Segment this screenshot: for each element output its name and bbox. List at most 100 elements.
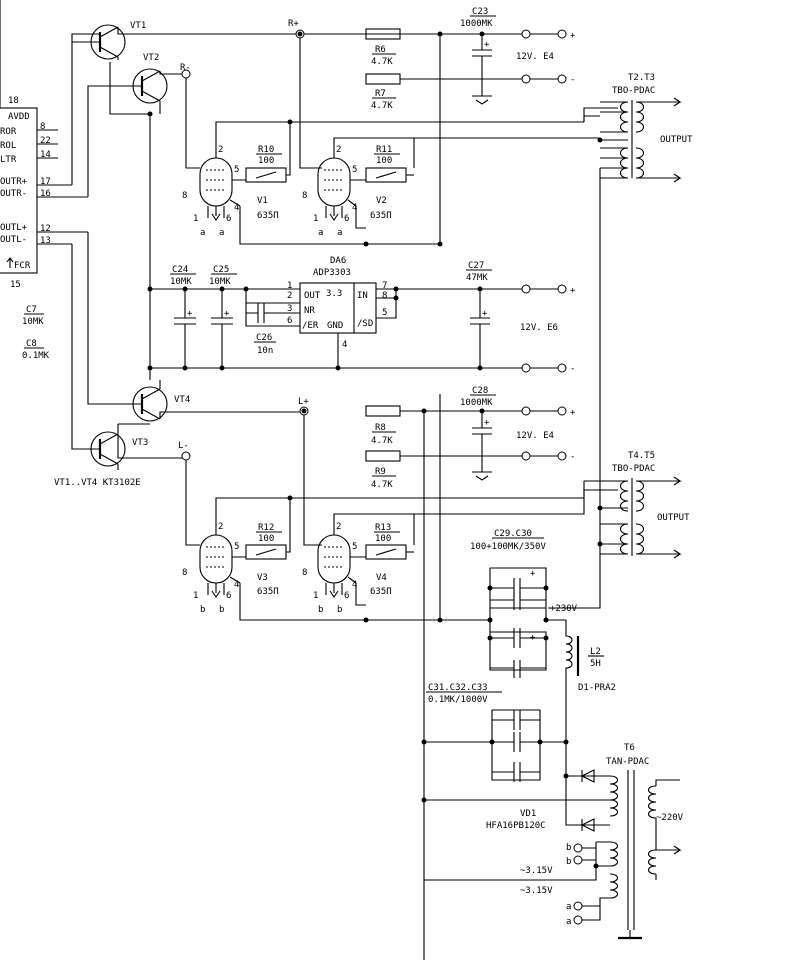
node-labels: R+ R- L+ L- [178, 19, 309, 461]
svg-text:OUTPUT: OUTPUT [657, 513, 690, 523]
svg-text:L-: L- [178, 441, 189, 451]
svg-text:10MK: 10MK [170, 277, 192, 287]
regulator-da6: DA6 ADP3303 OUT 3.3 IN NR /ER GND /SD 1 … [150, 256, 532, 368]
svg-text:+: + [484, 40, 490, 50]
svg-text:2: 2 [218, 145, 223, 155]
svg-text:5: 5 [352, 165, 357, 175]
svg-text:V1: V1 [257, 196, 268, 206]
svg-text:+: + [224, 309, 230, 319]
svg-text:4.7K: 4.7K [371, 436, 393, 446]
resistor-r11: R11 100 [365, 145, 414, 183]
svg-text:1000MK: 1000MK [460, 398, 493, 408]
svg-text:7: 7 [382, 281, 387, 291]
svg-text:L2: L2 [590, 647, 601, 657]
svg-text:47MK: 47MK [466, 273, 488, 283]
capacitor-bank-c31-c33: C31.C32.C33 0.1MK/1000V [421, 683, 569, 782]
ic-pin-name: OUTR+ [0, 177, 28, 187]
svg-text:C29.C30: C29.C30 [494, 529, 532, 539]
svg-text:635П: 635П [257, 587, 279, 597]
tube-v4: 2 5 8 1 6 4 b b V4 635П [302, 513, 415, 615]
svg-text:b: b [318, 605, 323, 615]
svg-text:VT2: VT2 [143, 53, 159, 63]
ic-pin-name: ROR [0, 127, 17, 137]
transistor-vt2: VT2 [108, 53, 168, 104]
svg-text:C25: C25 [213, 265, 229, 275]
svg-text:R+: R+ [288, 19, 299, 29]
svg-text:6: 6 [344, 214, 349, 224]
svg-text:R8: R8 [375, 423, 386, 433]
svg-text:-: - [570, 364, 575, 374]
svg-text:3.3: 3.3 [326, 289, 342, 299]
svg-text:IN: IN [357, 291, 368, 301]
resistor-r13: R13 100 [365, 523, 414, 560]
ic-pin-number: 8 [40, 122, 45, 132]
svg-text:12V. E4: 12V. E4 [516, 52, 554, 62]
ic-pin-name: ROL [0, 141, 16, 151]
svg-text:HFA16PB120C: HFA16PB120C [486, 821, 546, 831]
svg-text:b: b [200, 605, 205, 615]
svg-text:R13: R13 [375, 523, 391, 533]
lower-supply: R8 4.7K R9 4.7K C28 1000MK + 12V. E4 + - [185, 386, 576, 960]
svg-text:3: 3 [287, 304, 292, 314]
svg-text:R10: R10 [258, 145, 274, 155]
svg-text:4.7K: 4.7K [371, 480, 393, 490]
svg-text:6: 6 [226, 591, 231, 601]
svg-text:+: + [187, 309, 193, 319]
svg-text:+: + [484, 418, 490, 428]
svg-text:1000MK: 1000MK [460, 19, 493, 29]
svg-text:a: a [566, 902, 571, 912]
svg-text:635П: 635П [257, 211, 279, 221]
ic-pin-label: 15 [10, 280, 21, 290]
tube-v2: 2 5 8 1 6 4 a a V2 635П [302, 137, 600, 238]
svg-text:R11: R11 [376, 145, 392, 155]
svg-text:100+100MK/350V: 100+100MK/350V [470, 542, 546, 552]
svg-text:~3.15V: ~3.15V [520, 866, 553, 876]
ic-pin-number: 13 [40, 236, 51, 246]
inductor-l2: L2 5H D1-PRA2 [565, 620, 616, 740]
svg-text:TBO-PDAC: TBO-PDAC [612, 86, 655, 96]
svg-text:V3: V3 [257, 573, 268, 583]
svg-text:L+: L+ [298, 397, 309, 407]
svg-text:T4.T5: T4.T5 [628, 451, 655, 461]
svg-text:5H: 5H [590, 659, 601, 669]
svg-text:R12: R12 [258, 523, 274, 533]
svg-text:C8: C8 [26, 339, 37, 349]
svg-text:4: 4 [234, 580, 239, 590]
svg-text:635П: 635П [370, 587, 392, 597]
svg-text:DA6: DA6 [330, 256, 346, 266]
svg-text:100: 100 [258, 534, 274, 544]
svg-text:R-: R- [180, 63, 191, 73]
svg-text:C27: C27 [468, 261, 484, 271]
svg-text:8: 8 [182, 191, 187, 201]
svg-text:+: + [530, 633, 536, 643]
svg-text:V2: V2 [376, 196, 387, 206]
svg-text:~220V: ~220V [656, 813, 684, 823]
svg-text:12V. E4: 12V. E4 [516, 431, 554, 441]
svg-text:5: 5 [352, 542, 357, 552]
svg-text:a: a [337, 228, 342, 238]
svg-text:1: 1 [193, 591, 198, 601]
svg-text:ADP3303: ADP3303 [313, 268, 351, 278]
svg-text:-: - [570, 452, 575, 462]
svg-text:1: 1 [193, 214, 198, 224]
filament-terminals: b b ~3.15V ~3.15V a a [520, 843, 583, 927]
svg-text:GND: GND [327, 321, 343, 331]
svg-text:1: 1 [313, 214, 318, 224]
svg-text:R6: R6 [375, 45, 386, 55]
svg-text:8: 8 [382, 291, 387, 301]
svg-text:2: 2 [336, 145, 341, 155]
svg-text:b: b [566, 857, 571, 867]
ic-pin-label: 18 [8, 96, 19, 106]
svg-text:1: 1 [313, 591, 318, 601]
svg-text:635П: 635П [370, 211, 392, 221]
svg-text:a: a [318, 228, 323, 238]
ic-pin-number: 22 [40, 136, 51, 146]
rectifier-vd1: VD1 HFA16PB120C [486, 742, 610, 832]
svg-text:0.1MK: 0.1MK [22, 351, 50, 361]
svg-text:R9: R9 [375, 467, 386, 477]
svg-text:C31.C32.C33: C31.C32.C33 [428, 683, 488, 693]
upper-supply: R6 4.7K R7 4.7K C23 1000MK + 12V. E4 + - [185, 7, 576, 244]
transistor-vt1: VT1 [72, 21, 146, 60]
svg-text:4.7K: 4.7K [371, 101, 393, 111]
svg-text:VD1: VD1 [520, 809, 536, 819]
